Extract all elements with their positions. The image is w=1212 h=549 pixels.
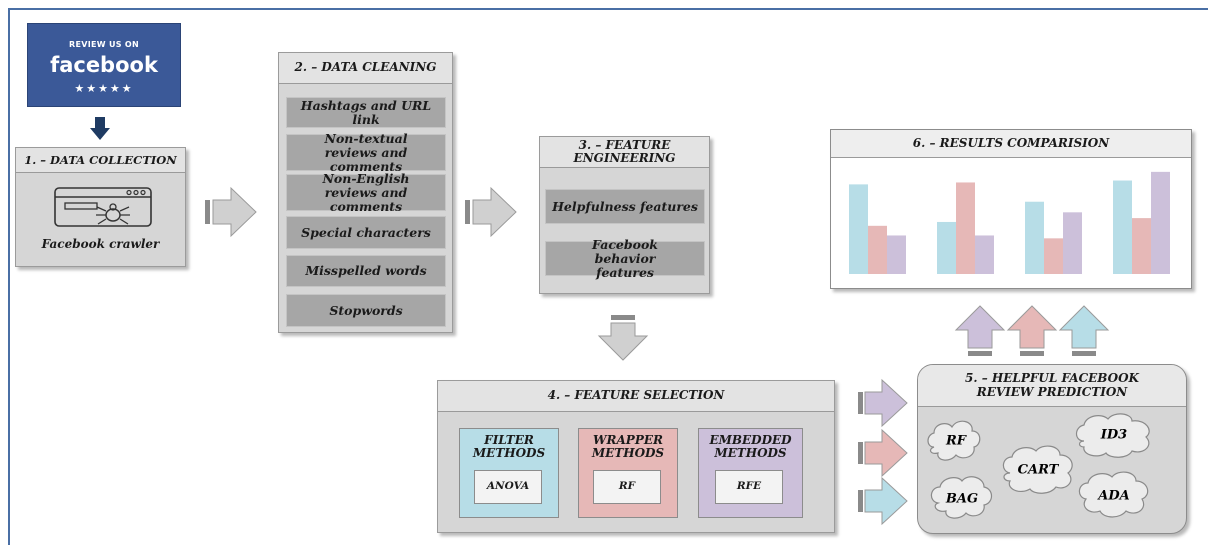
cloud-ada-label: ADA xyxy=(1096,489,1129,504)
cleaning-item-non-textual: Non-textual reviews and comments xyxy=(286,131,446,173)
cloud-id3: ID3 xyxy=(1075,413,1150,458)
cloud-rf: RF xyxy=(927,420,981,461)
cleaning-item-hashtags: Hashtags and URL link xyxy=(286,97,446,128)
cleaning-item-special-characters: Special characters xyxy=(286,216,446,249)
bar-group4-series1 xyxy=(1113,180,1132,274)
data-cleaning-title: 2. – DATA CLEANING xyxy=(279,53,452,84)
bar-group1-series1 xyxy=(849,184,868,274)
arrow-up-purple xyxy=(954,305,1006,356)
facebook-review-badge: REVIEW US ON facebook ★★★★★ xyxy=(27,23,181,107)
bar-group2-series2 xyxy=(956,182,975,274)
badge-stars: ★★★★★ xyxy=(74,82,134,95)
method-wrapper-inner: RF xyxy=(593,470,661,504)
method-filter-inner: ANOVA xyxy=(474,470,542,504)
method-wrapper: WRAPPER METHODS RF xyxy=(578,428,678,518)
model-clouds: RF ID3 CART BAG ADA xyxy=(927,413,1150,519)
method-embedded-label: EMBEDDED METHODS xyxy=(709,432,792,460)
method-embedded-inner: RFE xyxy=(715,470,783,504)
cloud-bag: BAG xyxy=(930,476,993,519)
results-bar-chart xyxy=(849,171,1170,274)
cleaning-item-stopwords: Stopwords xyxy=(286,294,446,327)
arrow-cleaning-to-engineering xyxy=(465,186,517,238)
bar-group4-series2 xyxy=(1132,218,1151,274)
bar-group3-series1 xyxy=(1025,201,1044,274)
engineering-item-facebook-behavior: Facebook behavior features xyxy=(545,237,705,279)
bar-group2-series3 xyxy=(975,235,994,274)
cloud-bag-label: BAG xyxy=(945,492,978,507)
bar-group2-series1 xyxy=(937,221,956,274)
method-filter-label: FILTER METHODS xyxy=(472,432,546,460)
feature-engineering-box: 3. – FEATURE ENGINEERING Helpfulness fea… xyxy=(539,136,710,294)
arrow-selection-purple xyxy=(858,378,908,428)
bar-group3-series2 xyxy=(1044,238,1063,274)
arrow-up-pink xyxy=(1006,305,1058,356)
data-collection-caption: Facebook crawler xyxy=(41,237,160,252)
prediction-title: 5. – HELPFUL FACEBOOK REVIEW PREDICTION xyxy=(918,365,1186,407)
method-embedded: EMBEDDED METHODS RFE xyxy=(698,428,803,518)
data-collection-title: 1. – DATA COLLECTION xyxy=(16,148,185,173)
method-wrapper-label: WRAPPER METHODS xyxy=(591,432,665,460)
cloud-id3-label: ID3 xyxy=(1100,428,1127,443)
bar-group1-series2 xyxy=(868,225,887,274)
results-box: 6. – RESULTS COMPARISION xyxy=(830,129,1192,289)
cleaning-item-non-english: Non-English reviews and comments xyxy=(286,171,446,213)
badge-brand: facebook xyxy=(50,53,158,77)
badge-top-text: REVIEW US ON xyxy=(68,40,139,49)
crawler-icon xyxy=(54,187,152,227)
data-cleaning-box: 2. – DATA CLEANING Hashtags and URL link… xyxy=(278,52,453,333)
arrow-selection-pink xyxy=(858,428,908,478)
arrow-collection-to-cleaning xyxy=(205,186,257,238)
arrow-selection-blue xyxy=(858,476,908,526)
cloud-cart: CART xyxy=(1002,445,1073,494)
cloud-cart-label: CART xyxy=(1018,463,1060,478)
cleaning-item-misspelled: Misspelled words xyxy=(286,255,446,287)
cloud-rf-label: RF xyxy=(945,434,967,449)
arrow-engineering-to-selection xyxy=(597,315,649,361)
method-filter: FILTER METHODS ANOVA xyxy=(459,428,559,518)
arrow-up-blue xyxy=(1058,305,1110,356)
page-frame xyxy=(8,8,1208,545)
bar-group3-series3 xyxy=(1063,212,1082,274)
feature-selection-box: 4. – FEATURE SELECTION FILTER METHODS AN… xyxy=(437,380,835,533)
bar-group1-series3 xyxy=(887,235,906,274)
data-collection-box: 1. – DATA COLLECTION Facebook crawler xyxy=(15,147,186,267)
cloud-ada: ADA xyxy=(1078,471,1149,518)
feature-engineering-title: 3. – FEATURE ENGINEERING xyxy=(540,137,709,168)
prediction-box: 5. – HELPFUL FACEBOOK REVIEW PREDICTION … xyxy=(917,364,1187,534)
engineering-item-helpfulness: Helpfulness features xyxy=(545,189,705,224)
results-title: 6. – RESULTS COMPARISION xyxy=(831,130,1191,158)
feature-selection-title: 4. – FEATURE SELECTION xyxy=(438,381,834,412)
arrow-down-dark xyxy=(90,117,110,140)
bar-group4-series3 xyxy=(1151,171,1170,274)
